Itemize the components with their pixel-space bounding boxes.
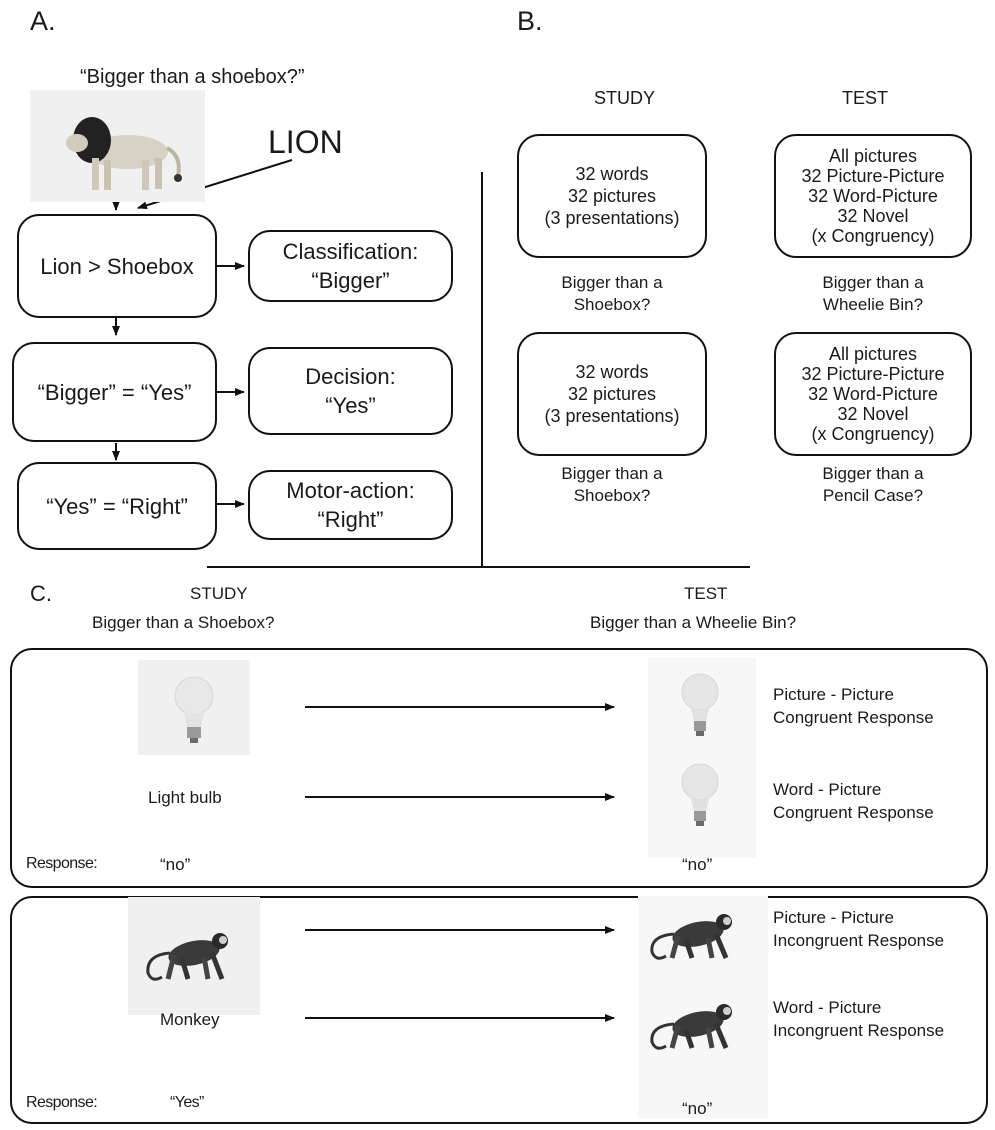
test-box-1-line: 32 Picture-Picture <box>801 166 945 186</box>
classification-label: Classification: <box>282 239 419 264</box>
test-box-2-line: 32 Word-Picture <box>808 384 938 404</box>
panel-a-label: A. <box>30 6 56 36</box>
test-box-1-line: All pictures <box>828 146 918 166</box>
panel-c-test-question: Bigger than a Wheelie Bin? <box>590 613 797 632</box>
panel-c-test-header: TEST <box>684 584 728 603</box>
study-caption-2-line: Shoebox? <box>573 486 651 505</box>
test-box-1-line: (x Congruency) <box>811 226 935 246</box>
decision-label: Decision: <box>305 364 396 389</box>
motor-action-value: “Right” <box>317 507 384 532</box>
panel-a-word: LION <box>268 124 343 160</box>
test-box-1: All pictures 32 Picture-Picture 32 Word-… <box>774 134 972 258</box>
test-box-2: All pictures 32 Picture-Picture 32 Word-… <box>774 332 972 456</box>
test-caption-1-line: Wheelie Bin? <box>822 295 924 314</box>
test-box-1-line: 32 Word-Picture <box>808 186 938 206</box>
study-response-1: “no” <box>160 855 191 874</box>
monkey-study-image <box>128 897 260 1015</box>
step2-box: “Bigger” = “Yes” <box>12 342 217 442</box>
panel-c-study-question: Bigger than a Shoebox? <box>92 613 275 632</box>
monkey-icon <box>650 914 732 1050</box>
bulb-word: Light bulb <box>148 788 222 807</box>
step1-label: Lion > Shoebox <box>40 253 194 279</box>
study-caption-1: Bigger than a Shoebox? <box>517 272 707 316</box>
study-box-1: 32 words 32 pictures (3 presentations) <box>517 134 707 258</box>
test-box-2-line: 32 Picture-Picture <box>801 364 945 384</box>
test-caption-2: Bigger than a Pencil Case? <box>774 463 972 507</box>
classification-box: Classification: “Bigger” <box>248 230 453 302</box>
panel-c-label: C. <box>30 581 52 606</box>
condition-4-line1: Word - Picture <box>773 998 882 1017</box>
study-box-1-line: (3 presentations) <box>544 208 680 228</box>
response-label-1: Response: <box>26 855 98 872</box>
test-caption-2-line: Pencil Case? <box>822 486 924 505</box>
test-caption-2-line: Bigger than a <box>822 464 924 483</box>
bulb-study-image <box>138 660 250 755</box>
condition-3-line1: Picture - Picture <box>773 908 894 927</box>
test-caption-1-line: Bigger than a <box>822 273 924 292</box>
study-caption-2-line: Bigger than a <box>561 464 663 483</box>
study-caption-1-line: Bigger than a <box>561 273 663 292</box>
step2-label: “Bigger” = “Yes” <box>37 379 192 405</box>
light-bulb-icon <box>681 673 719 826</box>
condition-3-line2: Incongruent Response <box>773 931 945 950</box>
classification-value: “Bigger” <box>311 268 390 293</box>
step1-box: Lion > Shoebox <box>17 214 217 318</box>
step3-label: “Yes” = “Right” <box>46 493 188 519</box>
study-caption-2: Bigger than a Shoebox? <box>517 463 707 507</box>
lion-image <box>30 90 205 202</box>
step3-box: “Yes” = “Right” <box>17 462 217 550</box>
panel-b-test-header: TEST <box>842 88 889 108</box>
incongruent-group-box <box>10 896 988 1124</box>
monkey-icon <box>146 933 228 981</box>
test-caption-1: Bigger than a Wheelie Bin? <box>774 272 972 316</box>
test-response-1: “no” <box>682 855 713 874</box>
study-box-2-line: 32 pictures <box>567 384 657 404</box>
study-response-2: “Yes” <box>170 1094 204 1111</box>
motor-action-box: Motor-action: “Right” <box>248 470 453 540</box>
panel-b-study-header: STUDY <box>594 88 656 108</box>
panel-b-label: B. <box>517 6 543 36</box>
bulb-test-image-column <box>648 658 756 858</box>
condition-4-line2: Incongruent Response <box>773 1021 945 1040</box>
lion-icon <box>66 117 182 190</box>
decision-value: “Yes” <box>325 393 376 418</box>
condition-2-line2: Congruent Response <box>773 803 934 822</box>
condition-1-line2: Congruent Response <box>773 708 934 727</box>
motor-action-label: Motor-action: <box>286 478 415 503</box>
condition-2-line1: Word - Picture <box>773 780 882 799</box>
test-box-2-line: (x Congruency) <box>811 424 935 444</box>
light-bulb-icon <box>174 676 214 743</box>
test-box-1-line: 32 Novel <box>837 206 909 226</box>
panel-a-question: “Bigger than a shoebox?” <box>80 66 305 88</box>
test-box-2-line: All pictures <box>828 344 918 364</box>
study-box-2: 32 words 32 pictures (3 presentations) <box>517 332 707 456</box>
monkey-word: Monkey <box>160 1010 220 1029</box>
study-box-1-line: 32 words <box>575 164 649 184</box>
panel-c-study-header: STUDY <box>190 584 248 603</box>
test-response-2: “no” <box>682 1099 713 1118</box>
decision-box: Decision: “Yes” <box>248 347 453 435</box>
condition-1-line1: Picture - Picture <box>773 685 894 704</box>
study-box-2-line: (3 presentations) <box>544 406 680 426</box>
study-box-2-line: 32 words <box>575 362 649 382</box>
monkey-test-image-column <box>638 896 768 1118</box>
study-box-1-line: 32 pictures <box>567 186 657 206</box>
congruent-group-box <box>10 648 988 888</box>
test-box-2-line: 32 Novel <box>837 404 909 424</box>
response-label-2: Response: <box>26 1094 98 1111</box>
study-caption-1-line: Shoebox? <box>573 295 651 314</box>
